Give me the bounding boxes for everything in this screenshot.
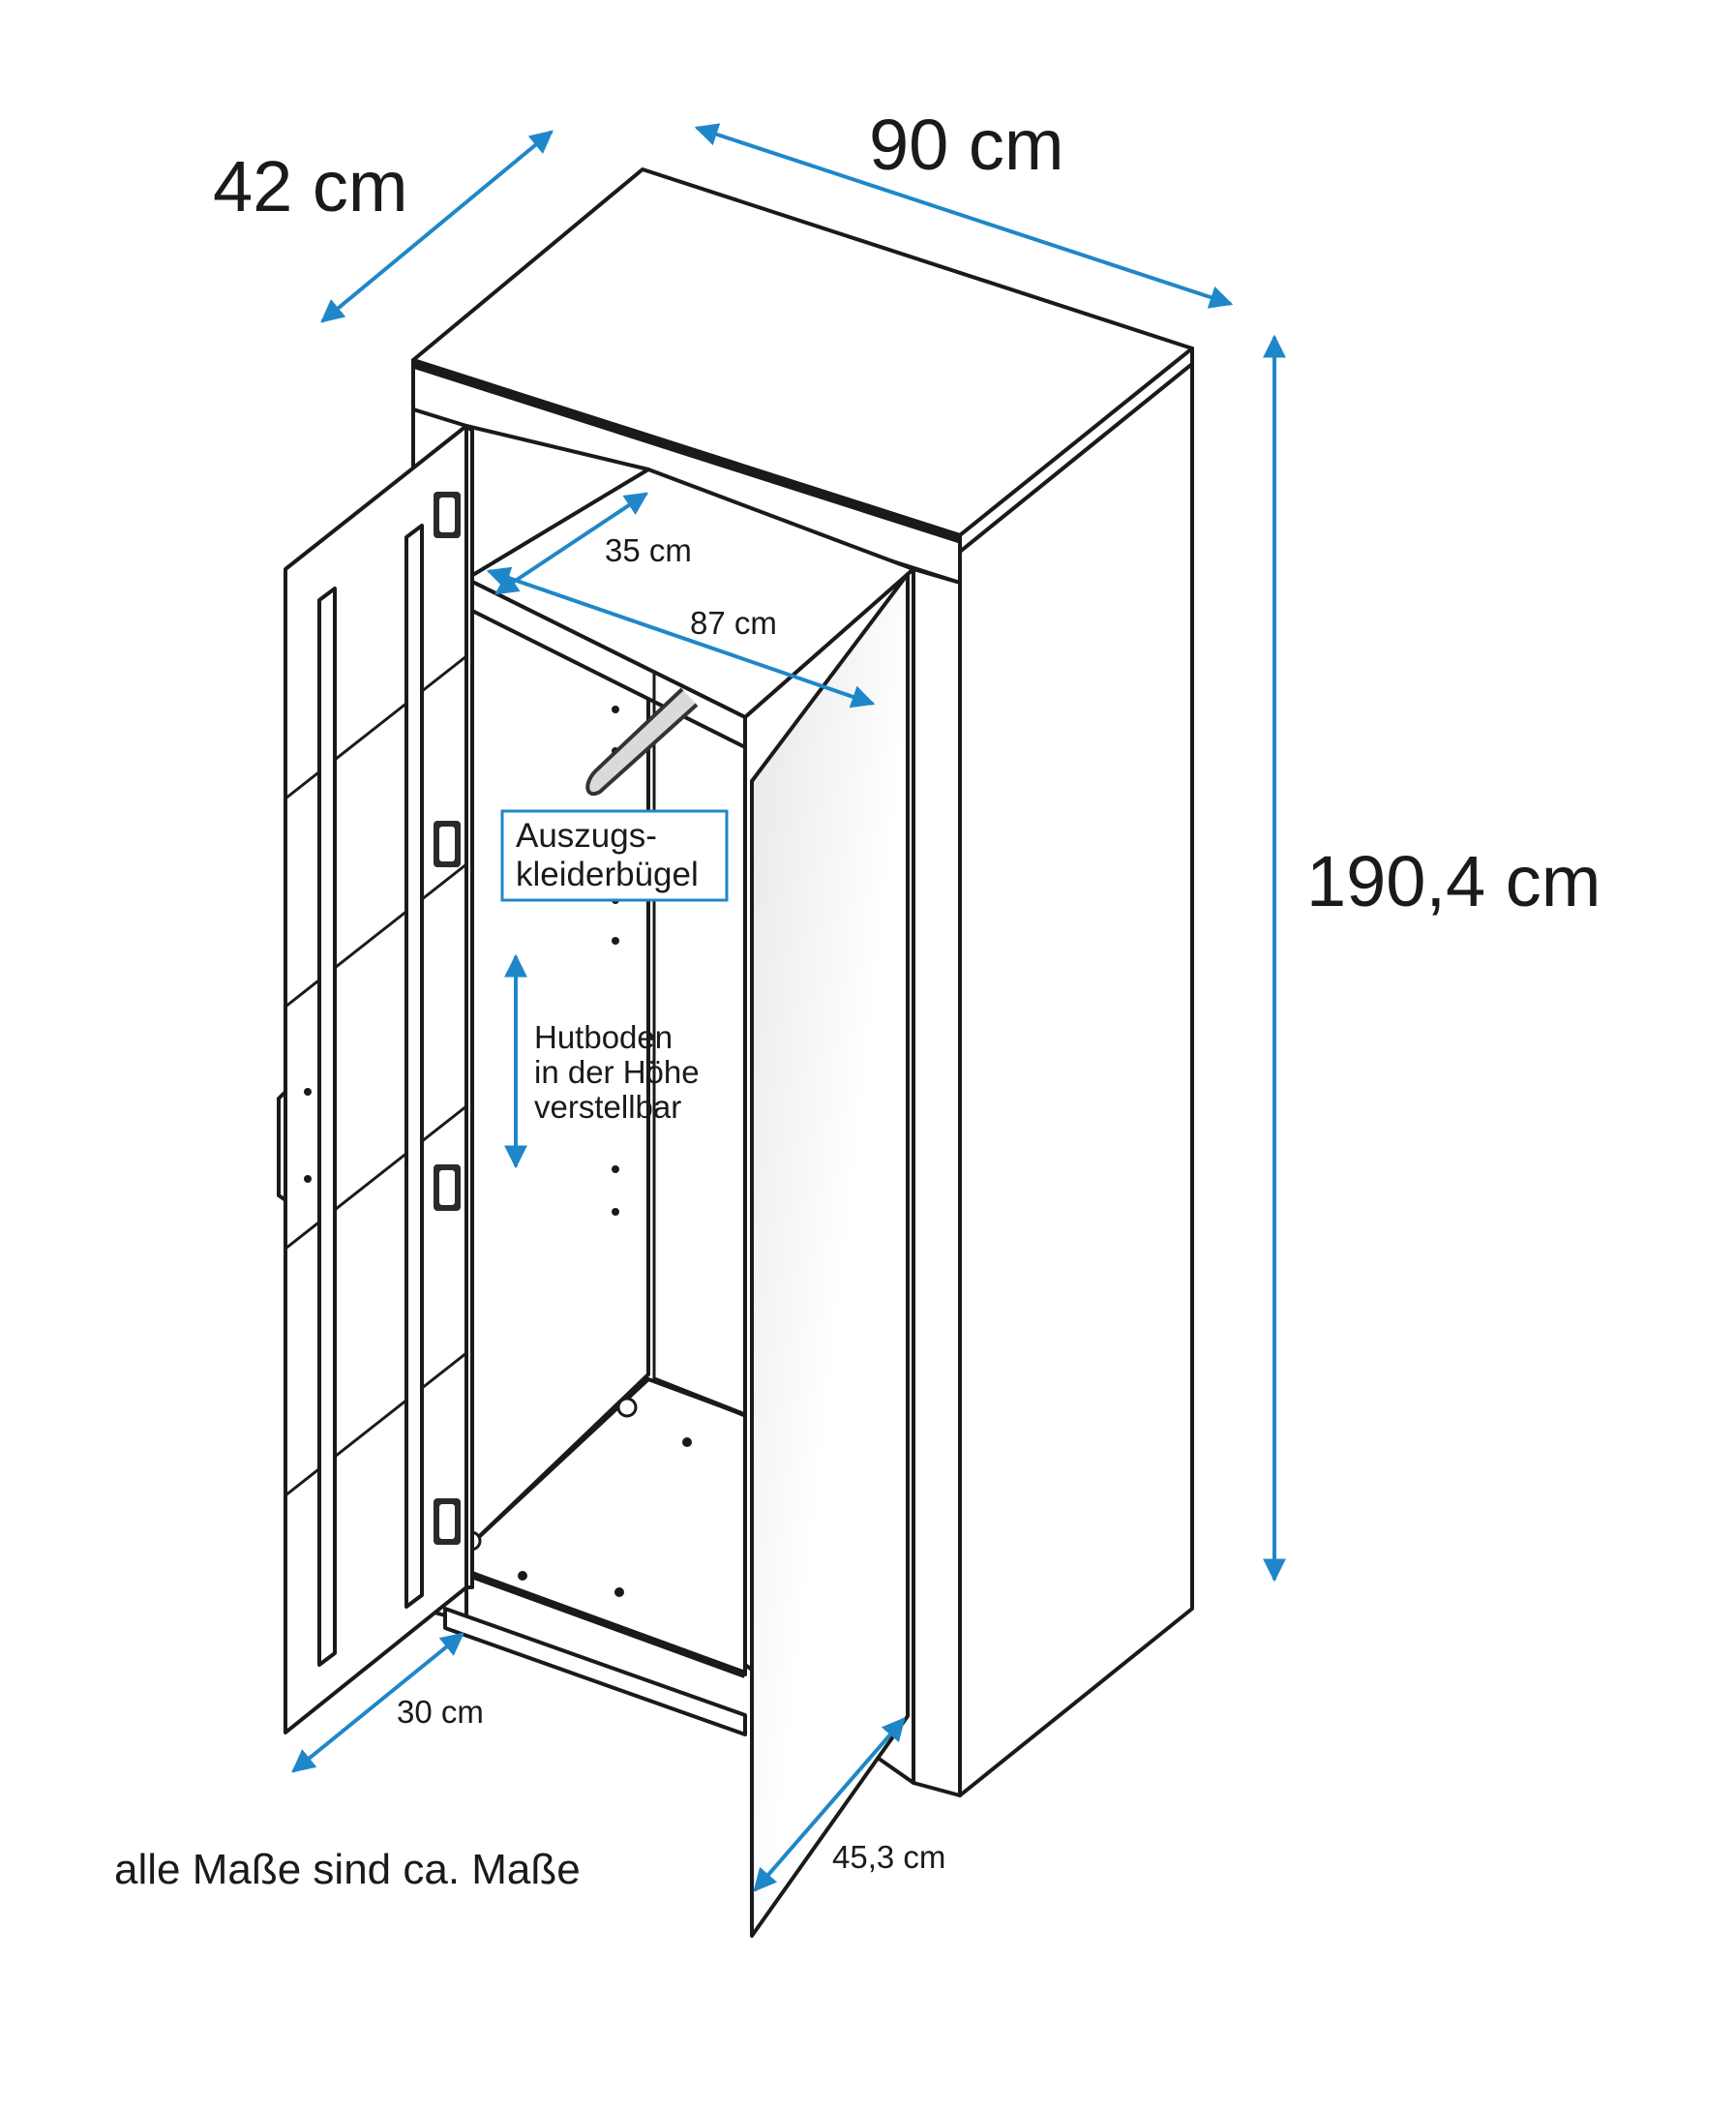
- shelf-callout-line2: in der Höhe: [534, 1054, 700, 1090]
- shelf-callout-line3: verstellbar: [534, 1089, 681, 1125]
- cabinet-plinth: [443, 1607, 747, 1736]
- door-hinges: [434, 492, 461, 1545]
- hanger-callout-box: [500, 809, 729, 902]
- left-door-depth-label: 30 cm: [397, 1694, 484, 1730]
- shelf-callout-line1: Hutboden: [534, 1019, 673, 1055]
- left-door-handle: [277, 1090, 287, 1202]
- depth-label: 42 cm: [213, 146, 408, 226]
- right-door-depth-label: 45,3 cm: [832, 1839, 945, 1875]
- dimension-lines: [291, 123, 1286, 1892]
- inner-width-label: 87 cm: [690, 605, 777, 641]
- footnote: alle Maße sind ca. Maße: [114, 1846, 581, 1893]
- width-dimension-arrow: [694, 123, 1234, 309]
- right-door: [750, 572, 910, 1938]
- height-label: 190,4 cm: [1306, 841, 1601, 921]
- left-door-strip-1: [317, 587, 337, 1667]
- inner-width-dimension-arrow: [486, 566, 876, 709]
- right-door-dimension-arrow: [753, 1717, 906, 1892]
- right-door-panel: [750, 572, 910, 1938]
- left-door: [277, 424, 474, 1734]
- shelf-depth-label: 35 cm: [605, 532, 692, 568]
- cabinet-front-right-post: [912, 567, 962, 1797]
- left-door-dimension-arrow: [291, 1632, 464, 1773]
- cabinet-right-side: [958, 362, 1194, 1797]
- left-door-edge: [464, 424, 474, 1589]
- pull-out-hanger: [585, 687, 699, 796]
- hanger-callout-line1: Auszugs-: [516, 817, 657, 855]
- left-door-grid: [284, 654, 467, 1497]
- depth-dimension-arrow: [320, 130, 554, 323]
- left-door-strip-2: [404, 524, 424, 1609]
- width-label: 90 cm: [869, 105, 1064, 185]
- hanger-callout-line2: kleiderbügel: [516, 856, 699, 893]
